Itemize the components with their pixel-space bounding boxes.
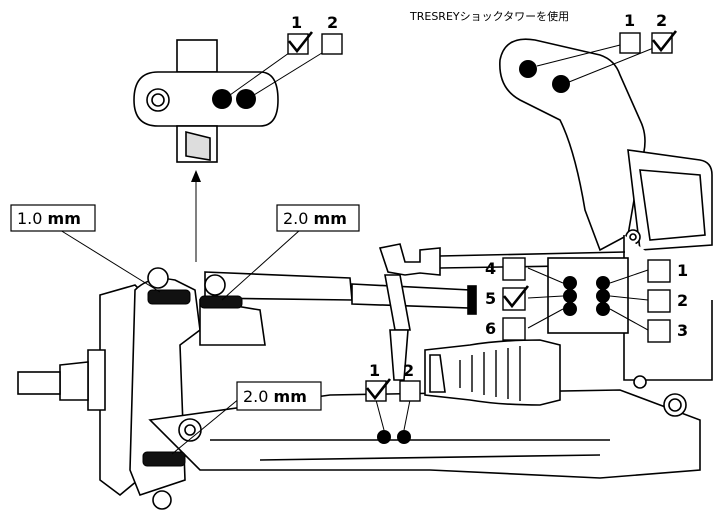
svg-text:2.0 mm: 2.0 mm [283,209,347,228]
checkmark-icon [287,31,314,54]
shock-upper-3-label: 3 [677,321,688,340]
insert-option-1-label: 1 [291,13,302,32]
arm-option-1-label: 1 [369,361,380,380]
arm-option-1-checkbox[interactable] [365,380,387,402]
shock-boot [459,346,521,401]
insert-option-2-label: 2 [327,13,338,32]
spacer-unit: mm [274,387,307,406]
spacer-unit: mm [314,209,347,228]
shock-upper-3-checkbox[interactable] [647,319,671,343]
tower-option-1-label: 1 [624,11,635,30]
mount-block [547,257,629,334]
shock-upper-1-checkbox[interactable] [647,259,671,283]
arrow-up-icon [191,170,201,262]
spacer-label-upper-left: 1.0 mm [10,204,96,232]
svg-text:2.0 mm: 2.0 mm [243,387,307,406]
tower-option-2-checkbox[interactable] [651,32,673,54]
svg-text:1.0 mm: 1.0 mm [17,209,81,228]
ball-studs [147,267,687,510]
insert-option-1-checkbox[interactable] [287,33,309,55]
arm-option-2-label: 2 [403,361,414,380]
shock-lower-6-checkbox[interactable] [502,317,526,341]
insert-hole-2 [236,89,256,109]
bushings [142,289,243,467]
tower-note: TRESREYショックタワーを使用 [409,10,569,23]
shock-lower-6-label: 6 [485,319,496,338]
spacer-label-lower: 2.0 mm [236,381,322,411]
checkmark-icon [651,30,678,53]
shock-lower-5-checkbox[interactable] [502,287,526,311]
spacer-label-upper-right: 2.0 mm [276,204,360,232]
arm-option-2-checkbox[interactable] [399,380,421,402]
spacer-unit: mm [48,209,81,228]
checkmark-icon [365,378,392,401]
shock-tower [499,38,713,381]
tower-option-1-checkbox[interactable] [619,32,641,54]
top-insert-detail [133,39,279,163]
shock-lower-5-label: 5 [485,289,496,308]
suspension-assembly [17,243,701,497]
checkmark-icon [502,285,530,309]
tower-hole-1 [519,60,537,78]
shock-lower-4-label: 4 [485,259,496,278]
shock-upper-2-label: 2 [677,291,688,310]
tower-option-2-label: 2 [656,11,667,30]
spacer-value: 1.0 [17,209,42,228]
spacer-value: 2.0 [283,209,308,228]
tower-hole-2 [552,75,570,93]
insert-hole-1 [212,89,232,109]
mount-holes [563,276,610,316]
arm-hole-1 [377,430,391,444]
spacer-value: 2.0 [243,387,268,406]
insert-option-2-checkbox[interactable] [321,33,343,55]
shock-lower-4-checkbox[interactable] [502,257,526,281]
shock-upper-2-checkbox[interactable] [647,289,671,313]
arm-hole-2 [397,430,411,444]
shock-upper-1-label: 1 [677,261,688,280]
